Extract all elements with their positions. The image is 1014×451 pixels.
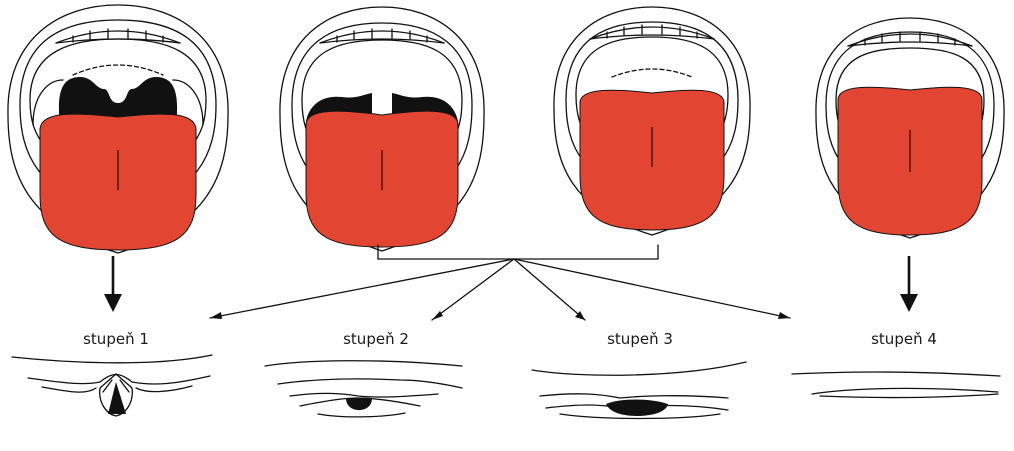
- mouth-illustration-3: [554, 7, 750, 235]
- larynx-sketch-2: [265, 361, 462, 417]
- grade-label-4: stupeň 4: [871, 330, 937, 348]
- mouth-illustration-1: [8, 5, 228, 253]
- glottis: [606, 400, 668, 417]
- glottis: [346, 398, 372, 410]
- mouth-illustration-2: [280, 7, 484, 251]
- larynx-sketch-1: [12, 355, 212, 416]
- arrow-down-4: [900, 256, 918, 312]
- bracket-connector: [210, 245, 790, 320]
- grade-label-2: stupeň 2: [343, 330, 409, 348]
- grade-label-3: stupeň 3: [607, 330, 673, 348]
- arrow-down-1: [104, 256, 122, 312]
- mouth-illustration-4: [816, 18, 1004, 238]
- grade-label-1: stupeň 1: [83, 330, 149, 348]
- glottis: [108, 382, 126, 414]
- larynx-sketch-3: [532, 362, 746, 419]
- larynx-sketch-4: [792, 372, 1000, 398]
